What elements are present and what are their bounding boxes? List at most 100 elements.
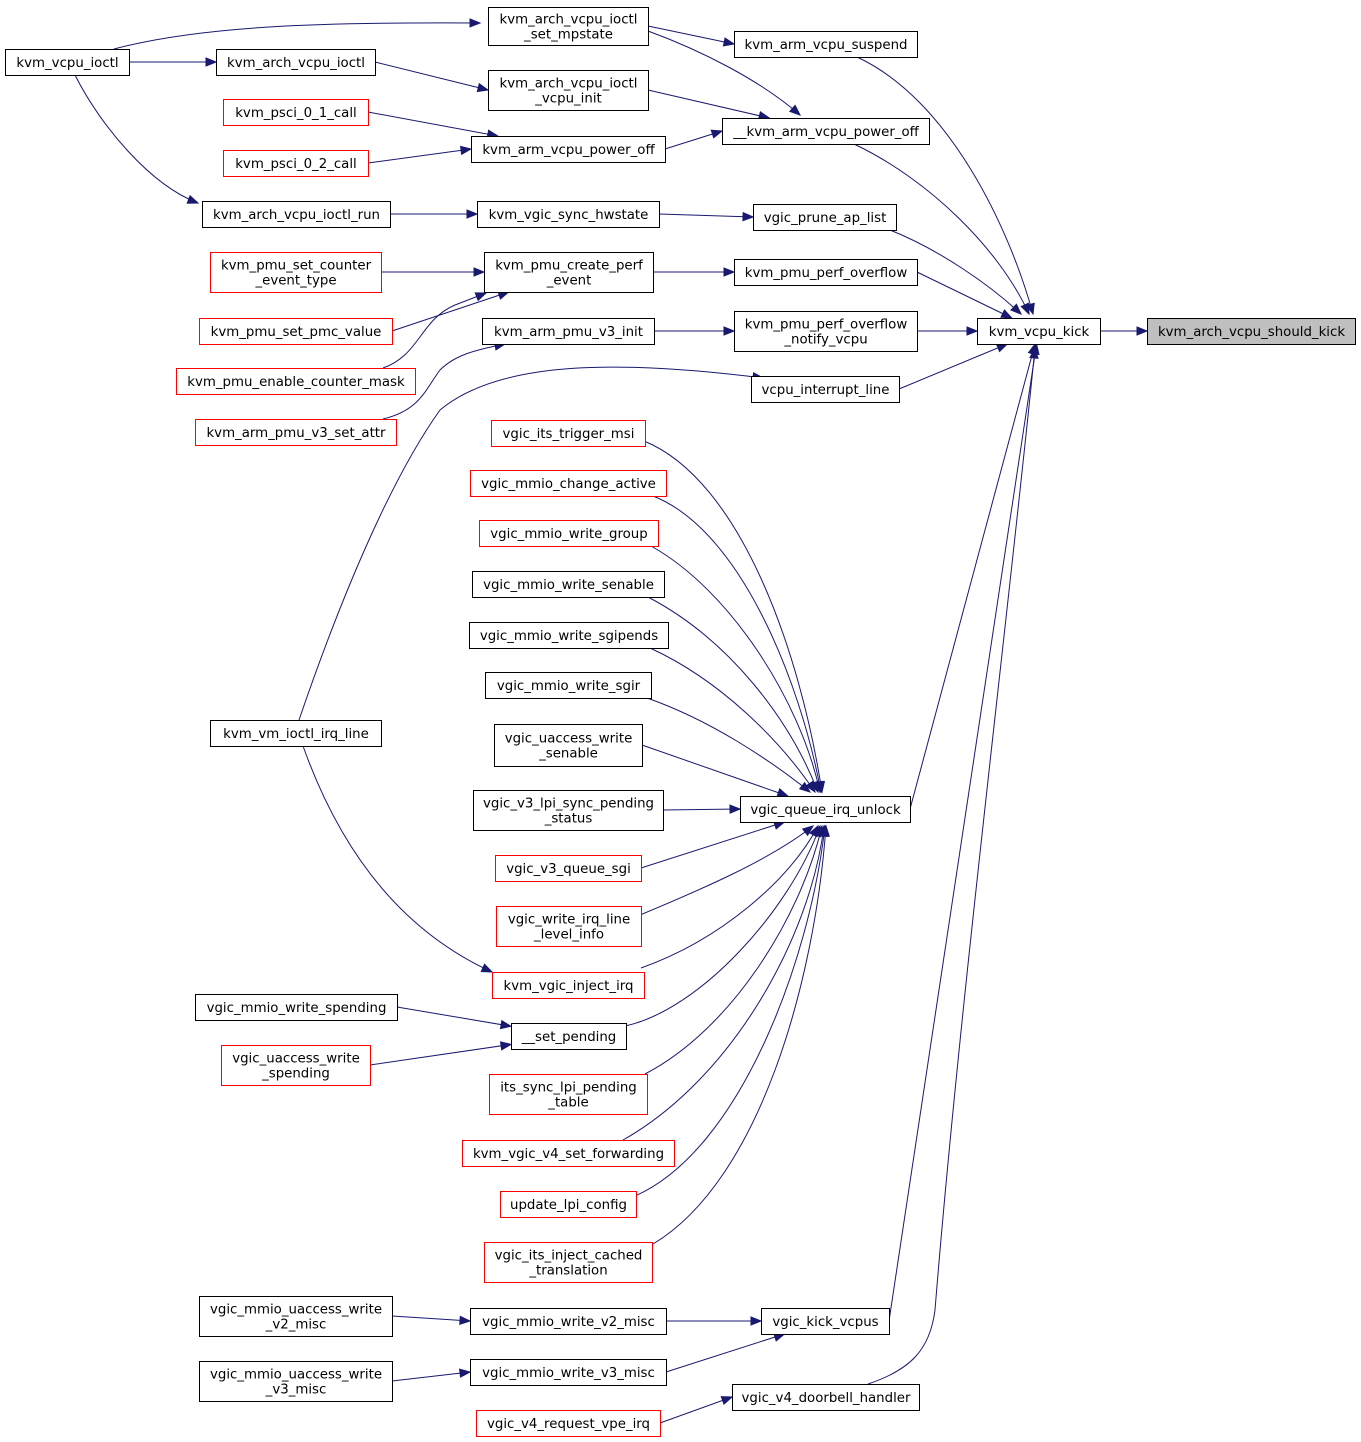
node-vgic-v4-doorbell-handler[interactable]: vgic_v4_doorbell_handler bbox=[732, 1384, 920, 1411]
node-label: kvm_arm_vcpu_suspend bbox=[744, 38, 907, 53]
edge-vgic_uaccess_write_senable-to-vgic_queue_irq_unlock bbox=[641, 744, 790, 798]
edge-kvm_arch_vcpu_ioctl_set_mpstate-to-__kvm_arm_vcpu_power_off bbox=[647, 30, 802, 116]
node-label: kvm_pmu_set_counter bbox=[221, 259, 372, 274]
node-kvm-arm-pmu-v3-set-attr[interactable]: kvm_arm_pmu_v3_set_attr bbox=[195, 419, 397, 446]
node-label: vgic_v4_request_vpe_irq bbox=[487, 1417, 650, 1432]
node-vcpu-interrupt-line[interactable]: vcpu_interrupt_line bbox=[751, 376, 900, 403]
edge-kvm_psci_0_2_call-to-kvm_arm_vcpu_power_off bbox=[367, 145, 473, 164]
edge-kvm_vcpu_ioctl-to-kvm_arch_vcpu_ioctl bbox=[129, 57, 218, 67]
node-kvm-psci-0-1-call[interactable]: kvm_psci_0_1_call bbox=[223, 99, 369, 126]
node-vgic-prune-ap-list[interactable]: vgic_prune_ap_list bbox=[753, 204, 897, 231]
node-vgic-uaccess-write-spending[interactable]: vgic_uaccess_write_spending bbox=[221, 1045, 371, 1086]
node-kvm-arch-vcpu-ioctl[interactable]: kvm_arch_vcpu_ioctl bbox=[216, 49, 376, 76]
node-kvm-vgic-sync-hwstate[interactable]: kvm_vgic_sync_hwstate bbox=[477, 201, 660, 228]
node-kvm-vcpu-ioctl[interactable]: kvm_vcpu_ioctl bbox=[5, 49, 130, 76]
node-kvm-pmu-set-counter-event-type[interactable]: kvm_pmu_set_counter_event_type bbox=[210, 252, 382, 293]
node-its-sync-lpi-pending-table[interactable]: its_sync_lpi_pending_table bbox=[489, 1074, 648, 1115]
node-box bbox=[5, 49, 130, 76]
node-label: vgic_mmio_uaccess_write bbox=[210, 1303, 382, 1318]
edge-kvm_vcpu_ioctl-to-kvm_arch_vcpu_ioctl_run bbox=[74, 74, 200, 204]
node-label: kvm_arch_vcpu_should_kick bbox=[1158, 325, 1345, 340]
node-vgic-its-trigger-msi[interactable]: vgic_its_trigger_msi bbox=[491, 420, 646, 447]
edge-its_sync_lpi_pending_table-to-vgic_queue_irq_unlock bbox=[644, 824, 825, 1075]
node-kvm-arm-pmu-v3-init[interactable]: kvm_arm_pmu_v3_init bbox=[482, 318, 655, 345]
node-label: _level_info bbox=[533, 928, 604, 943]
edge-vgic_queue_irq_unlock-to-kvm_vcpu_kick bbox=[909, 342, 1037, 810]
node-box bbox=[210, 252, 382, 293]
node-vgic-mmio-write-group[interactable]: vgic_mmio_write_group bbox=[479, 520, 659, 547]
node-vgic-mmio-write-senable[interactable]: vgic_mmio_write_senable bbox=[472, 571, 665, 598]
edge-kvm_vcpu_ioctl-to-kvm_arch_vcpu_ioctl_set_mpstate bbox=[113, 18, 482, 50]
node-label: kvm_arch_vcpu_ioctl_run bbox=[213, 208, 380, 223]
node-label: vgic_kick_vcpus bbox=[772, 1315, 878, 1330]
edge-kvm_vgic_v4_set_forwarding-to-vgic_queue_irq_unlock bbox=[622, 824, 828, 1141]
node-label: kvm_arm_vcpu_power_off bbox=[482, 143, 655, 158]
node-label: _set_mpstate bbox=[523, 28, 613, 43]
node---set-pending[interactable]: __set_pending bbox=[511, 1023, 627, 1050]
node-box bbox=[761, 1308, 890, 1335]
node-box bbox=[470, 1359, 667, 1386]
node-label: kvm_pmu_perf_overflow bbox=[745, 318, 908, 333]
node-kvm-arch-vcpu-ioctl-vcpu-init[interactable]: kvm_arch_vcpu_ioctl_vcpu_init bbox=[488, 70, 649, 111]
edge-kvm_pmu_perf_overflow-to-kvm_vcpu_kick bbox=[916, 271, 1013, 319]
node-box bbox=[500, 1191, 637, 1218]
node-box bbox=[471, 136, 666, 163]
node-vgic-its-inject-cached-translation[interactable]: vgic_its_inject_cached_translation bbox=[484, 1242, 653, 1283]
node-vgic-mmio-uaccess-write-v3-misc[interactable]: vgic_mmio_uaccess_write_v3_misc bbox=[199, 1361, 393, 1402]
node-box bbox=[195, 419, 397, 446]
node-label: vgic_uaccess_write bbox=[232, 1052, 360, 1067]
node-vgic-mmio-write-v3-misc[interactable]: vgic_mmio_write_v3_misc bbox=[470, 1359, 667, 1386]
node---kvm-arm-vcpu-power-off[interactable]: __kvm_arm_vcpu_power_off bbox=[722, 118, 930, 145]
node-label: __set_pending bbox=[521, 1030, 617, 1045]
edge-vgic_mmio_write_sgir-to-vgic_queue_irq_unlock bbox=[646, 697, 812, 793]
node-label: _vcpu_init bbox=[534, 92, 602, 107]
node-kvm-arch-vcpu-should-kick[interactable]: kvm_arch_vcpu_should_kick bbox=[1147, 318, 1356, 345]
edge-vgic_mmio_write_group-to-vgic_queue_irq_unlock bbox=[650, 545, 823, 794]
node-kvm-pmu-perf-overflow-notify-vcpu[interactable]: kvm_pmu_perf_overflow_notify_vcpu bbox=[734, 311, 918, 352]
node-label: kvm_psci_0_1_call bbox=[235, 106, 357, 121]
node-vgic-kick-vcpus[interactable]: vgic_kick_vcpus bbox=[761, 1308, 890, 1335]
node-kvm-arch-vcpu-ioctl-run[interactable]: kvm_arch_vcpu_ioctl_run bbox=[202, 201, 391, 228]
node-kvm-arm-vcpu-suspend[interactable]: kvm_arm_vcpu_suspend bbox=[734, 31, 918, 58]
node-box bbox=[977, 318, 1101, 345]
node-box bbox=[479, 520, 659, 547]
node-kvm-arch-vcpu-ioctl-set-mpstate[interactable]: kvm_arch_vcpu_ioctl_set_mpstate bbox=[488, 7, 649, 46]
node-kvm-psci-0-2-call[interactable]: kvm_psci_0_2_call bbox=[223, 150, 369, 177]
node-box bbox=[1147, 318, 1356, 345]
node-kvm-pmu-create-perf-event[interactable]: kvm_pmu_create_perf_event bbox=[484, 252, 654, 293]
node-vgic-queue-irq-unlock[interactable]: vgic_queue_irq_unlock bbox=[740, 796, 911, 823]
edge-kvm_pmu_create_perf_event-to-kvm_pmu_perf_overflow bbox=[653, 267, 736, 277]
node-label: vgic_mmio_write_group bbox=[490, 527, 647, 542]
node-vgic-mmio-uaccess-write-v2-misc[interactable]: vgic_mmio_uaccess_write_v2_misc bbox=[199, 1296, 393, 1337]
node-vgic-write-irq-line-level-info[interactable]: vgic_write_irq_line_level_info bbox=[496, 906, 642, 947]
node-kvm-vgic-v4-set-forwarding[interactable]: kvm_vgic_v4_set_forwarding bbox=[462, 1140, 675, 1167]
node-vgic-mmio-write-spending[interactable]: vgic_mmio_write_spending bbox=[195, 994, 398, 1021]
node-vgic-uaccess-write-senable[interactable]: vgic_uaccess_write_senable bbox=[494, 724, 643, 767]
node-kvm-vm-ioctl-irq-line[interactable]: kvm_vm_ioctl_irq_line bbox=[210, 720, 382, 747]
edge-vgic_mmio_write_senable-to-vgic_queue_irq_unlock bbox=[647, 596, 819, 794]
node-vgic-v3-queue-sgi[interactable]: vgic_v3_queue_sgi bbox=[495, 855, 642, 882]
node-box bbox=[488, 7, 649, 46]
node-kvm-pmu-set-pmc-value[interactable]: kvm_pmu_set_pmc_value bbox=[199, 318, 393, 345]
node-label: update_lpi_config bbox=[510, 1198, 627, 1213]
node-box bbox=[223, 150, 369, 177]
node-box bbox=[753, 204, 897, 231]
node-kvm-vgic-inject-irq[interactable]: kvm_vgic_inject_irq bbox=[492, 972, 645, 999]
node-label: vgic_v4_doorbell_handler bbox=[742, 1391, 911, 1406]
node-vgic-mmio-write-sgir[interactable]: vgic_mmio_write_sgir bbox=[485, 672, 652, 699]
node-vgic-mmio-change-active[interactable]: vgic_mmio_change_active bbox=[470, 470, 667, 497]
node-kvm-vcpu-kick[interactable]: kvm_vcpu_kick bbox=[977, 318, 1101, 345]
node-kvm-pmu-enable-counter-mask[interactable]: kvm_pmu_enable_counter_mask bbox=[176, 368, 416, 395]
node-label: _spending bbox=[261, 1067, 330, 1082]
node-vgic-mmio-write-sgipends[interactable]: vgic_mmio_write_sgipends bbox=[469, 622, 669, 649]
node-label: _notify_vcpu bbox=[783, 333, 867, 348]
node-kvm-pmu-perf-overflow[interactable]: kvm_pmu_perf_overflow bbox=[734, 259, 918, 286]
edge-kvm_arm_pmu_v3_init-to-kvm_pmu_perf_overflow_notify_vcpu bbox=[654, 326, 736, 336]
node-vgic-v4-request-vpe-irq[interactable]: vgic_v4_request_vpe_irq bbox=[476, 1410, 661, 1437]
node-kvm-arm-vcpu-power-off[interactable]: kvm_arm_vcpu_power_off bbox=[471, 136, 666, 163]
node-label: _translation bbox=[528, 1264, 607, 1279]
node-label: vgic_queue_irq_unlock bbox=[750, 803, 901, 818]
node-vgic-mmio-write-v2-misc[interactable]: vgic_mmio_write_v2_misc bbox=[470, 1308, 667, 1335]
node-update-lpi-config[interactable]: update_lpi_config bbox=[500, 1191, 637, 1218]
node-vgic-v3-lpi-sync-pending-status[interactable]: vgic_v3_lpi_sync_pending_status bbox=[473, 790, 664, 831]
